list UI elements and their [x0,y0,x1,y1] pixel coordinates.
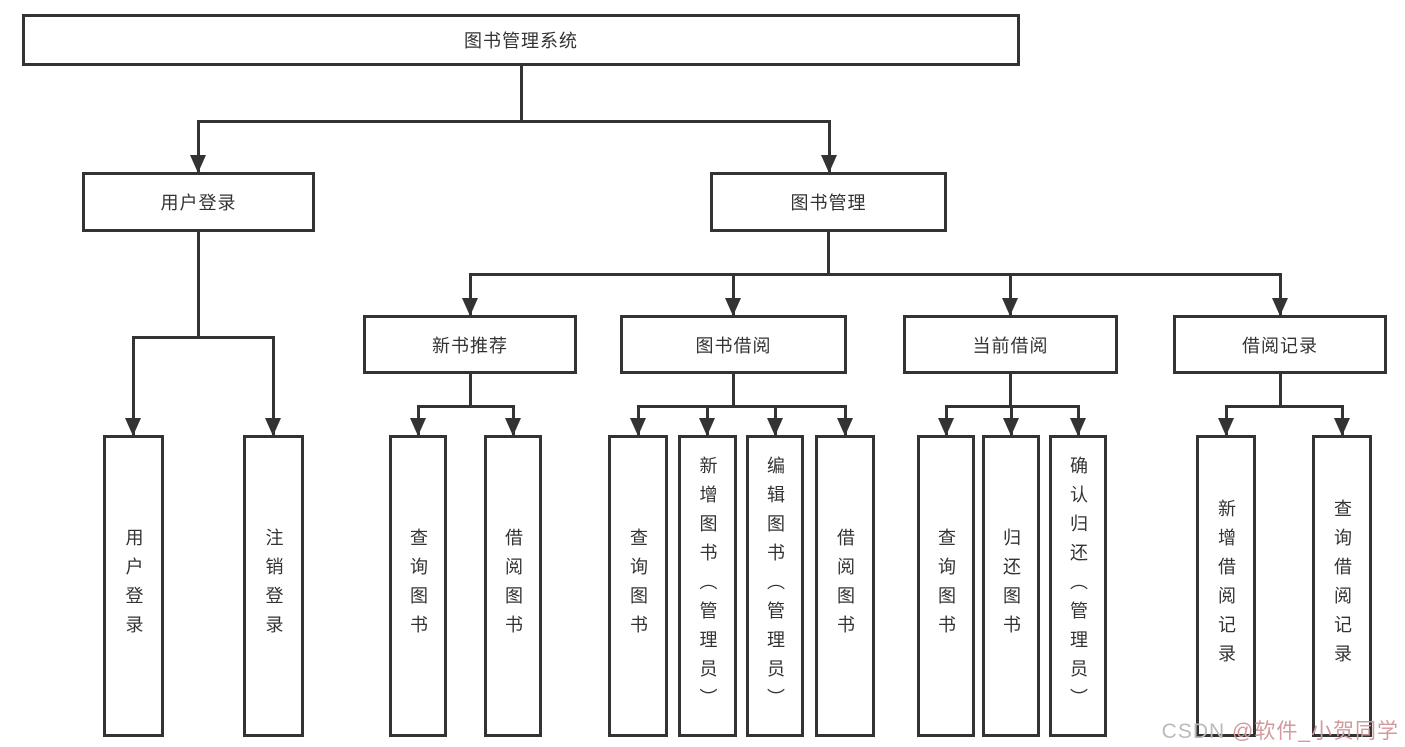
leaf-current-confirm-admin: 确认归还（管理员） [1049,435,1107,737]
connector-newbooks-rail [417,405,515,408]
leaf-user-login-label: 用户登录 [123,528,144,644]
node-library-system: 图书管理系统 [22,14,1020,66]
leaf-borrow-query-label: 查询图书 [628,528,648,644]
connector-records-stem [1279,374,1282,405]
arrow-down-icon [938,418,954,436]
connector-currentborrow-stem [1009,374,1012,405]
node-user-login-label: 用户登录 [160,193,237,213]
connector-newbooks-stem [469,374,472,405]
arrow-down-icon [767,418,783,436]
node-current-borrow-label: 当前借阅 [972,335,1049,356]
node-library-system-label: 图书管理系统 [464,31,578,51]
node-borrow-records: 借阅记录 [1173,315,1387,374]
node-new-book-recommend: 新书推荐 [363,315,577,374]
leaf-records-add-label: 新增借阅记录 [1216,499,1236,673]
arrow-down-icon [1003,418,1019,436]
leaf-borrow-add-admin-label: 新增图书（管理员） [697,455,718,717]
leaf-newbooks-borrow: 借阅图书 [484,435,542,737]
connector-to-current-borrow [1009,273,1012,315]
connector-bookmgmt-stem [827,232,830,273]
leaf-records-query-label: 查询借阅记录 [1332,499,1352,673]
connector-bookborrow-rail [637,405,847,408]
connector-to-book-management [828,120,831,172]
arrow-down-icon [821,155,837,173]
leaf-user-login: 用户登录 [103,435,164,737]
node-book-management-label: 图书管理 [790,193,867,213]
leaf-current-return-label: 归还图书 [1001,528,1021,644]
connector-bookborrow-stem [732,374,735,405]
connector-bookmgmt-rail [469,273,1282,276]
arrow-down-icon [1002,298,1018,316]
leaf-current-query-label: 查询图书 [936,528,956,644]
leaf-borrow-borrow-label: 借阅图书 [835,528,855,644]
arrow-down-icon [505,418,521,436]
leaf-current-return: 归还图书 [982,435,1040,737]
leaf-records-query: 查询借阅记录 [1312,435,1372,737]
node-current-borrow: 当前借阅 [903,315,1118,374]
connector-root-rail [197,120,831,123]
arrow-down-icon [1334,418,1350,436]
arrow-down-icon [265,418,281,436]
leaf-newbooks-query: 查询图书 [389,435,447,737]
connector-to-new-book-recommend [469,273,472,315]
connector-to-leaf-user-login [132,336,135,435]
node-book-borrow: 图书借阅 [620,315,847,374]
leaf-newbooks-borrow-label: 借阅图书 [503,528,523,644]
connector-records-rail [1225,405,1344,408]
arrow-down-icon [410,418,426,436]
leaf-borrow-edit-admin-label: 编辑图书（管理员） [765,455,785,717]
leaf-newbooks-query-label: 查询图书 [408,528,428,644]
connector-to-leaf-logout [272,336,275,435]
leaf-logout-label: 注销登录 [263,528,284,644]
leaf-borrow-query: 查询图书 [608,435,668,737]
connector-to-borrow-records [1279,273,1282,315]
connector-userlogin-stem [197,232,200,336]
arrow-down-icon [630,418,646,436]
arrow-down-icon [1272,298,1288,316]
arrow-down-icon [462,298,478,316]
leaf-borrow-edit-admin: 编辑图书（管理员） [746,435,804,737]
arrow-down-icon [699,418,715,436]
connector-userlogin-rail [132,336,275,339]
node-borrow-records-label: 借阅记录 [1242,335,1318,356]
leaf-current-query: 查询图书 [917,435,975,737]
node-new-book-recommend-label: 新书推荐 [432,335,508,356]
arrow-down-icon [1070,418,1086,436]
arrow-down-icon [190,155,206,173]
watermark-handle: @软件_小贺同学 [1232,720,1399,743]
leaf-logout: 注销登录 [243,435,304,737]
leaf-current-confirm-admin-label: 确认归还（管理员） [1068,455,1088,717]
watermark-brand: CSDN [1161,720,1232,743]
arrow-down-icon [125,418,141,436]
node-book-borrow-label: 图书借阅 [695,335,772,356]
node-book-management: 图书管理 [710,172,947,232]
connector-root-stem [520,66,523,120]
arrow-down-icon [725,298,741,316]
watermark: CSDN @软件_小贺同学 [1162,715,1399,745]
connector-to-book-borrow [732,273,735,315]
arrow-down-icon [1218,418,1234,436]
arrow-down-icon [837,418,853,436]
leaf-borrow-add-admin: 新增图书（管理员） [678,435,737,737]
leaf-records-add: 新增借阅记录 [1196,435,1256,737]
connector-to-user-login [197,120,200,172]
node-user-login: 用户登录 [82,172,315,232]
leaf-borrow-borrow: 借阅图书 [815,435,875,737]
